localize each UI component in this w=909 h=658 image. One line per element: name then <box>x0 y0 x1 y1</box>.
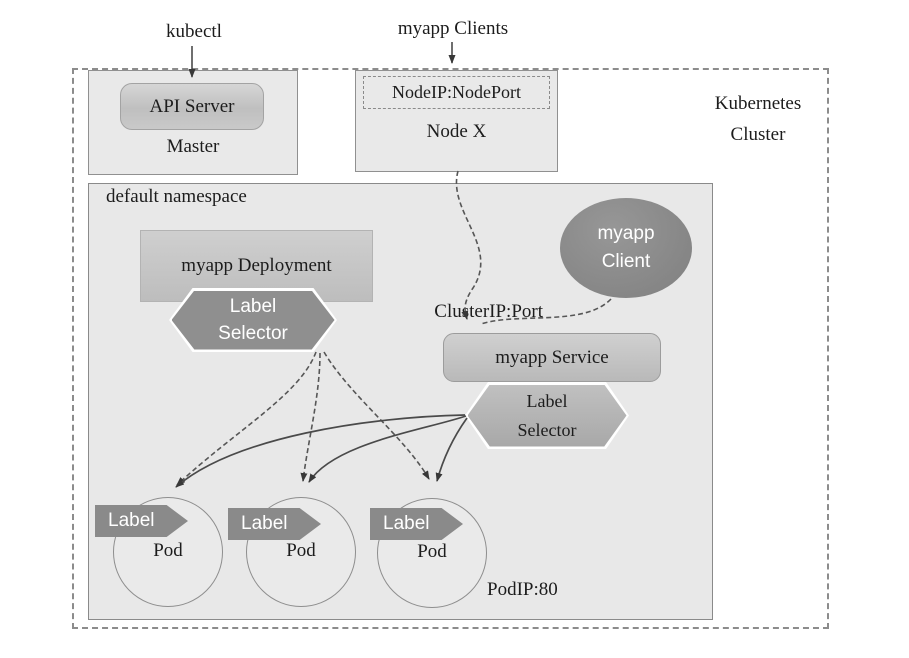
pod-label-1: Pod <box>153 540 183 561</box>
pod-label-tag-1: Label <box>95 505 188 537</box>
pod-label-tag-2: Label <box>228 508 321 540</box>
myapp-client-ellipse: myapp Client <box>560 198 692 298</box>
clusterip-port-label: ClusterIP:Port <box>434 301 543 322</box>
kubernetes-cluster-label: Kubernetes Cluster <box>693 88 823 150</box>
node-box <box>355 70 558 172</box>
service-label-selector-hexagon: Label Selector <box>465 382 629 449</box>
master-caption: Master <box>166 136 220 157</box>
pod-label-2: Pod <box>286 540 316 561</box>
deployment-selector-line2: Selector <box>218 323 288 344</box>
deployment-selector-line1: Label <box>229 296 277 317</box>
kubernetes-cluster-label-line2: Cluster <box>730 124 786 145</box>
pod-label-3: Pod <box>417 541 447 562</box>
podip-80-label: PodIP:80 <box>487 579 558 600</box>
myapp-clients-label: myapp Clients <box>397 18 509 39</box>
default-namespace-label: default namespace <box>106 186 247 207</box>
kubectl-label: kubectl <box>166 21 222 42</box>
deployment-label-selector-fill: Label Selector <box>171 290 335 350</box>
myapp-service-box: myapp Service <box>443 333 661 382</box>
api-server-box: API Server <box>120 83 264 130</box>
service-selector-line1: Label <box>526 390 568 411</box>
service-label-selector-fill: Label Selector <box>467 384 627 447</box>
nodeip-nodeport-box: NodeIP:NodePort <box>363 76 550 109</box>
myapp-client-line2: Client <box>601 251 651 272</box>
kubernetes-cluster-boundary <box>72 68 829 629</box>
kubernetes-cluster-label-line1: Kubernetes <box>714 93 802 114</box>
deployment-label-selector-hexagon: Label Selector <box>169 288 337 352</box>
myapp-client-line1: myapp <box>597 223 655 244</box>
node-caption: Node X <box>426 121 487 142</box>
pod-label-tag-3: Label <box>370 508 463 540</box>
service-selector-line2: Selector <box>517 419 577 440</box>
